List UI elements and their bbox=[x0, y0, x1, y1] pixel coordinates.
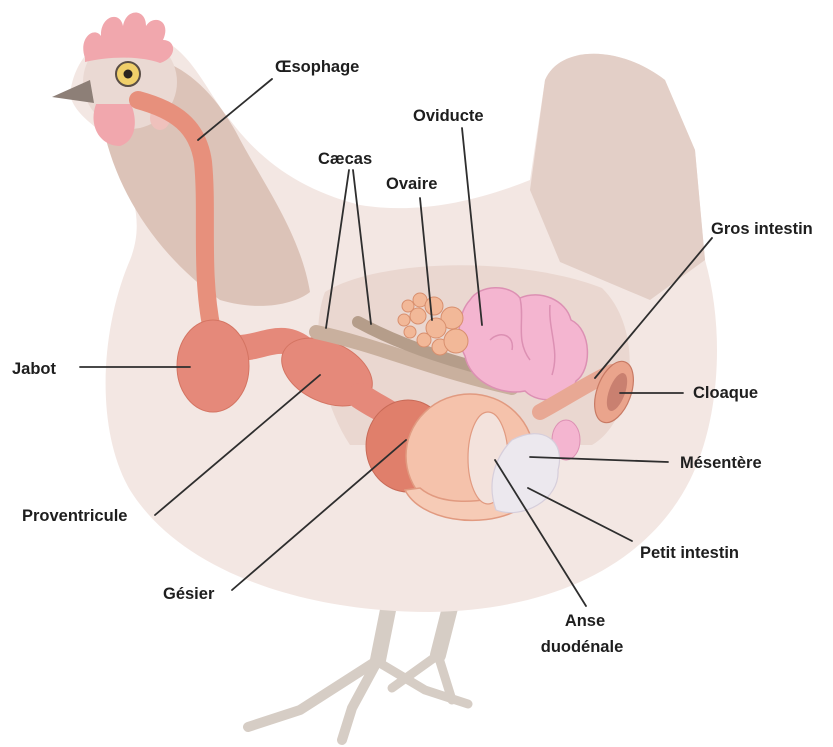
label-gizzard: Gésier bbox=[163, 585, 215, 603]
label-ovary: Ovaire bbox=[386, 175, 437, 193]
ovary-follicle bbox=[404, 326, 416, 338]
label-proventriculus: Proventricule bbox=[22, 507, 127, 525]
ovary-follicle bbox=[410, 308, 426, 324]
label-mesentery: Mésentère bbox=[680, 454, 762, 472]
label-duodenal-loop-line2: duodénale bbox=[541, 638, 624, 656]
ovary-follicle bbox=[425, 297, 443, 315]
wattle bbox=[93, 104, 134, 146]
ovary-follicle bbox=[426, 318, 446, 338]
ovary-follicle bbox=[444, 329, 468, 353]
label-crop: Jabot bbox=[12, 360, 57, 378]
label-large-intestine: Gros intestin bbox=[711, 220, 813, 238]
label-oviduct: Oviducte bbox=[413, 107, 484, 125]
label-cloaca: Cloaque bbox=[693, 384, 758, 402]
comb bbox=[83, 13, 173, 64]
crop-organ bbox=[177, 320, 249, 412]
label-caeca: Cæcas bbox=[318, 150, 372, 168]
ovary-follicle bbox=[398, 314, 410, 326]
label-oesophagus: Œsophage bbox=[275, 58, 359, 76]
label-duodenal-loop-line1: Anse bbox=[565, 612, 605, 630]
label-small-intestine: Petit intestin bbox=[640, 544, 739, 562]
eye-pupil bbox=[124, 70, 133, 79]
